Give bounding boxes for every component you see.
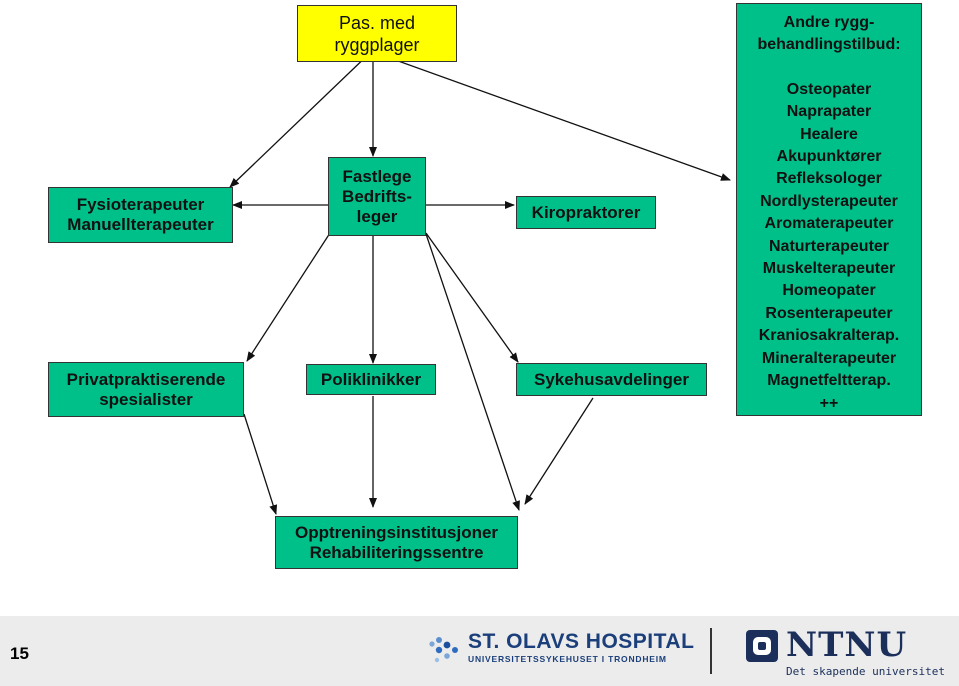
arrow-patient-to-alternative — [372, 51, 731, 181]
alternative-list: Osteopater Naprapater Healere Akupunktør… — [737, 79, 921, 415]
arrow-gp-to-hospital — [425, 232, 519, 363]
list-item: Akupunktører — [776, 148, 882, 166]
olavs-logo-icon — [429, 637, 458, 663]
list-item: Nordlysterapeuter — [760, 192, 898, 210]
footer-bar — [0, 616, 959, 686]
hospital-box: Sykehusavdelinger — [516, 363, 707, 396]
arrow-gp-to-rehab — [425, 233, 520, 511]
list-item: ++ — [819, 394, 839, 412]
list-item: Naprapater — [786, 103, 872, 121]
ntnu-tagline: Det skapende universitet — [786, 665, 945, 678]
list-item: Muskelterapeuter — [762, 260, 896, 278]
alternative-box: Andre rygg- behandlingstilbud: Osteopate… — [736, 3, 922, 416]
list-item: Mineralterapeuter — [761, 349, 897, 367]
olavs-hospital-subtitle: UNIVERSITETSSYKEHUSET I TRONDHEIM — [468, 654, 667, 664]
page-number: 15 — [10, 644, 29, 663]
list-item: Healere — [800, 125, 858, 143]
outpatient-box: Poliklinikker — [306, 364, 436, 395]
arrow-patient-to-physio — [229, 49, 374, 188]
list-item: Rosenterapeuter — [765, 304, 893, 322]
list-item: Homeopater — [782, 282, 876, 300]
ntnu-name: NTNU — [786, 625, 908, 665]
list-item: Aromaterapeuter — [764, 215, 894, 233]
arrow-gp-to-private — [246, 232, 331, 362]
logo-divider — [710, 628, 712, 674]
list-item: Kraniosakralterap. — [758, 327, 900, 345]
ntnu-logo-icon — [746, 630, 778, 662]
list-item: Refleksologer — [776, 170, 882, 188]
list-item: Naturterapeuter — [768, 237, 890, 255]
list-item: Magnetfeltterap. — [767, 372, 891, 390]
chiro-box: Kiropraktorer — [516, 196, 656, 229]
arrow-hospital-to-rehab — [524, 397, 594, 505]
arrow-private-to-rehab — [243, 413, 278, 515]
alternative-title: Andre rygg- behandlingstilbud: — [757, 14, 901, 54]
olavs-hospital-name: ST. OLAVS HOSPITAL — [468, 630, 695, 653]
list-item: Osteopater — [786, 80, 872, 98]
